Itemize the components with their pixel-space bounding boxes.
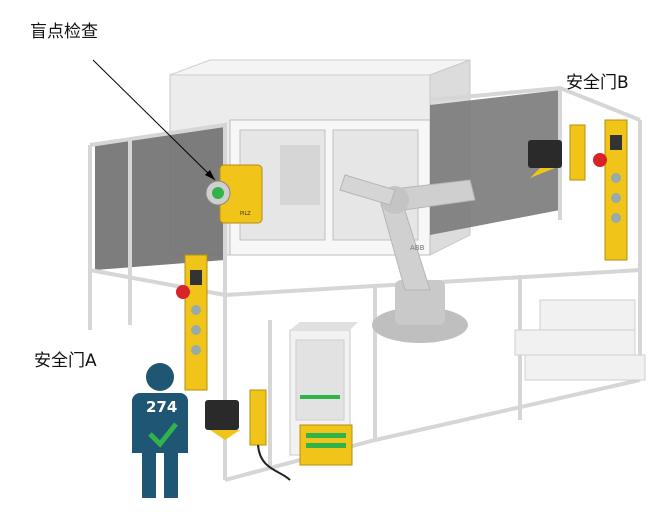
emergency-stop-icon	[593, 153, 607, 167]
callout-arrowhead	[205, 170, 215, 180]
callout-line	[92, 59, 216, 181]
gate-a-devices	[176, 254, 291, 481]
blind-spot-check-label: 盲点检查	[30, 22, 98, 42]
robot-arm: ABB	[339, 174, 476, 343]
gate-b-devices	[528, 119, 628, 261]
safety-relay-module	[299, 424, 353, 466]
safety-gate-a-label: 安全门A	[34, 351, 97, 371]
check-icon	[148, 422, 178, 448]
operator-person-icon	[132, 363, 188, 498]
svg-text:PILZ: PILZ	[240, 211, 251, 217]
safety-gate-b-label: 安全门B	[566, 73, 629, 93]
svg-text:ABB: ABB	[410, 244, 425, 252]
blind-spot-switch: PILZ	[205, 164, 263, 224]
pallets	[514, 299, 646, 381]
operator-badge-number: 274	[146, 398, 178, 416]
